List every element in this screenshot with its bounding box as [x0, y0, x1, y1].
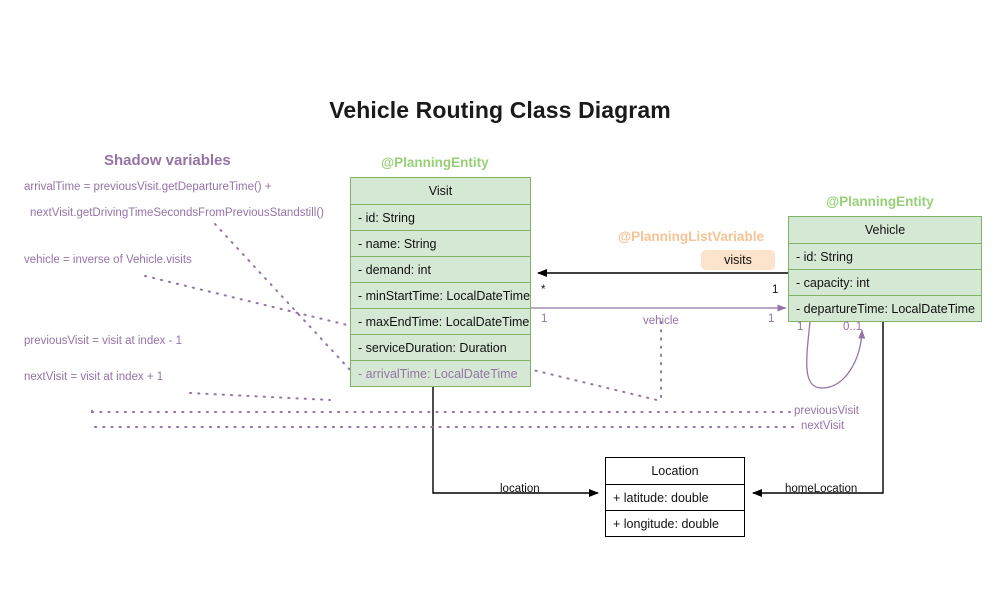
- visit-attr-min-start-time: - minStartTime: LocalDateTime: [351, 282, 530, 308]
- shadow-note-arrival-time-1: arrivalTime = previousVisit.getDeparture…: [24, 181, 272, 193]
- visit-attr-arrival-time: - arrivalTime: LocalDateTime: [351, 360, 530, 386]
- vehicle-attr-id: - id: String: [789, 243, 981, 269]
- class-visit[interactable]: Visit - id: String - name: String - dema…: [350, 177, 531, 387]
- edge-label-next-visit: nextVisit: [801, 420, 845, 432]
- edge-label-location: location: [500, 483, 540, 495]
- vehicle-attr-departure-time: - departureTime: LocalDateTime: [789, 295, 981, 321]
- class-vehicle[interactable]: Vehicle - id: String - capacity: int - d…: [788, 216, 982, 322]
- mult-chain-target: 0..1: [843, 321, 863, 333]
- visit-stereotype: @PlanningEntity: [381, 155, 489, 170]
- vehicle-attr-capacity: - capacity: int: [789, 269, 981, 295]
- visit-attr-name: - name: String: [351, 230, 530, 256]
- shadow-note-next-visit: nextVisit = visit at index + 1: [24, 371, 164, 383]
- mult-chain-source: 1: [797, 321, 804, 333]
- location-attr-longitude: + longitude: double: [606, 510, 744, 536]
- vehicle-stereotype: @PlanningEntity: [826, 194, 934, 209]
- page-title: Vehicle Routing Class Diagram: [329, 97, 671, 123]
- mult-visits-source: *: [541, 284, 546, 296]
- shadow-note-vehicle: vehicle = inverse of Vehicle.visits: [24, 254, 192, 266]
- edge-label-previous-visit: previousVisit: [794, 405, 859, 417]
- visit-attr-id: - id: String: [351, 204, 530, 230]
- location-attr-latitude: + latitude: double: [606, 484, 744, 510]
- mult-vehicle-source: 1: [541, 313, 548, 325]
- mult-visits-target: 1: [772, 284, 779, 296]
- edge-label-home-location: homeLocation: [785, 483, 858, 495]
- visit-attr-service-duration: - serviceDuration: Duration: [351, 334, 530, 360]
- visit-attr-demand: - demand: int: [351, 256, 530, 282]
- location-class-name: Location: [651, 464, 699, 478]
- planning-list-variable-stereotype: @PlanningListVariable: [618, 229, 764, 244]
- visit-attr-max-end-time: - maxEndTime: LocalDateTime: [351, 308, 530, 334]
- visit-class-name: Visit: [428, 184, 453, 198]
- shadow-variables-heading: Shadow variables: [104, 152, 231, 169]
- mult-vehicle-target: 1: [768, 313, 775, 325]
- vehicle-class-name: Vehicle: [864, 223, 906, 237]
- shadow-note-arrival-time-2: nextVisit.getDrivingTimeSecondsFromPrevi…: [30, 207, 324, 219]
- shadow-note-previous-visit: previousVisit = visit at index - 1: [24, 335, 182, 347]
- class-location[interactable]: Location + latitude: double + longitude:…: [605, 457, 745, 537]
- edge-location: [432, 383, 599, 497]
- edge-label-vehicle: vehicle: [643, 315, 679, 327]
- visits-badge[interactable]: visits: [701, 250, 775, 270]
